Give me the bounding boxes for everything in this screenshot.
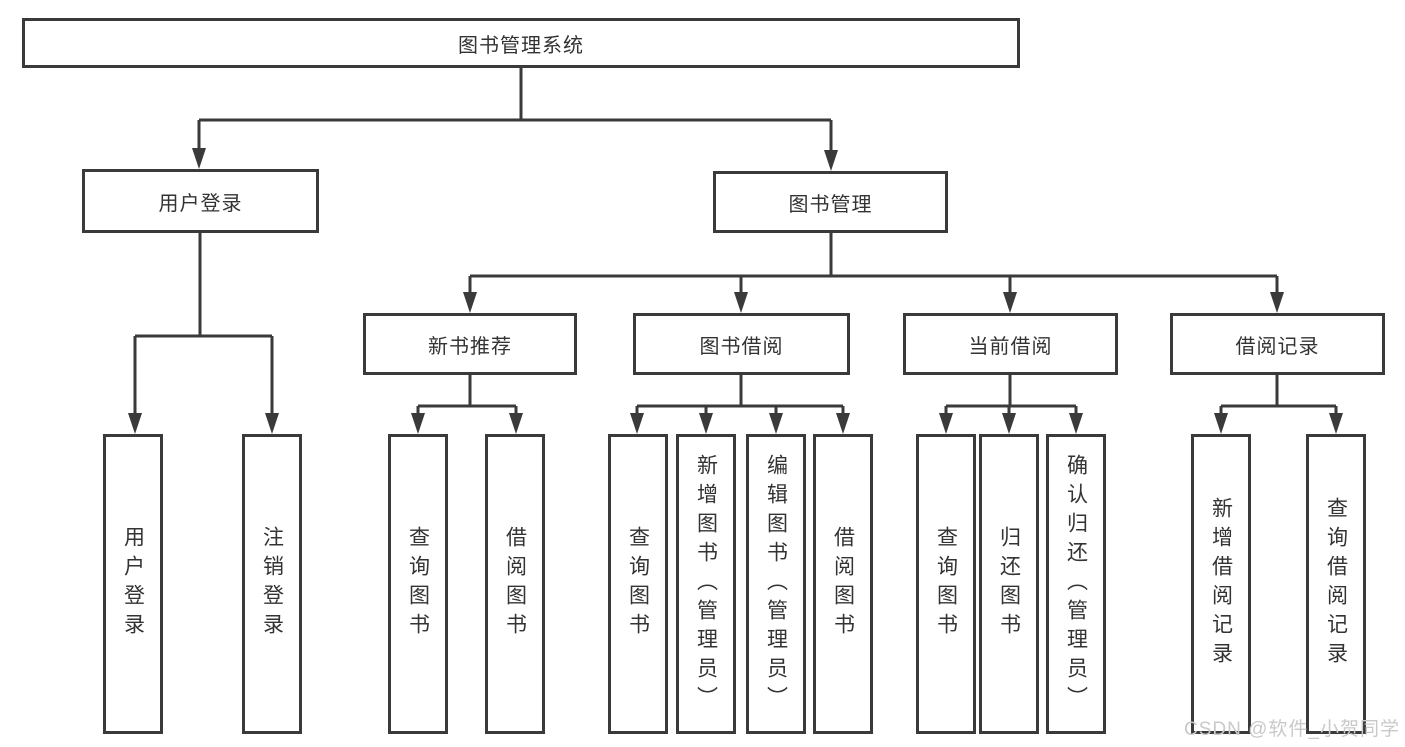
- leaf-label: 新增图书（管理员）: [694, 453, 718, 715]
- leaf-label: 新增借阅记录: [1209, 497, 1233, 671]
- leaf-add-book-admin: 新增图书（管理员）: [676, 434, 736, 734]
- watermark: CSDN @软件_小贺同学: [1184, 719, 1400, 740]
- node-new-book-recommendation: 新书推荐: [363, 313, 577, 375]
- node-library-management-system: 图书管理系统: [22, 18, 1020, 68]
- leaf-label: 查询图书: [626, 526, 650, 642]
- node-current-borrowing: 当前借阅: [903, 313, 1118, 375]
- leaf-borrow-books-recommend: 借阅图书: [485, 434, 545, 734]
- node-book-borrowing: 图书借阅: [633, 313, 850, 375]
- leaf-label: 查询图书: [934, 526, 958, 642]
- node-user-login: 用户登录: [82, 169, 319, 233]
- leaf-borrow-books: 借阅图书: [813, 434, 873, 734]
- node-book-management: 图书管理: [713, 171, 948, 233]
- leaf-label: 借阅图书: [503, 526, 527, 642]
- leaf-query-borrow-record: 查询借阅记录: [1306, 434, 1366, 734]
- leaf-query-books-current: 查询图书: [916, 434, 976, 734]
- node-label: 图书管理: [788, 193, 873, 216]
- leaf-edit-book-admin: 编辑图书（管理员）: [746, 434, 806, 734]
- leaf-confirm-return-admin: 确认归还（管理员）: [1046, 434, 1106, 734]
- leaf-return-book: 归还图书: [979, 434, 1039, 734]
- node-label: 当前借阅: [968, 335, 1053, 358]
- leaf-query-books-borrow: 查询图书: [608, 434, 668, 734]
- node-label: 借阅记录: [1235, 335, 1320, 358]
- leaf-logout: 注销登录: [242, 434, 302, 734]
- leaf-label: 注销登录: [260, 526, 284, 642]
- node-label: 新书推荐: [428, 335, 512, 358]
- leaf-label: 确认归还（管理员）: [1064, 453, 1088, 715]
- arrowhead-icons: [128, 148, 1343, 434]
- leaf-query-books-recommend: 查询图书: [388, 434, 448, 734]
- leaf-label: 借阅图书: [831, 526, 855, 642]
- leaf-label: 编辑图书（管理员）: [764, 453, 788, 715]
- leaf-label: 查询借阅记录: [1324, 497, 1348, 671]
- leaf-label: 归还图书: [997, 526, 1021, 642]
- node-label: 用户登录: [158, 192, 243, 215]
- node-label: 图书管理系统: [458, 34, 584, 57]
- node-label: 图书借阅: [699, 335, 784, 358]
- leaf-add-borrow-record: 新增借阅记录: [1191, 434, 1251, 734]
- node-borrowing-records: 借阅记录: [1170, 313, 1385, 375]
- leaf-label: 用户登录: [121, 526, 145, 642]
- leaf-label: 查询图书: [406, 526, 430, 642]
- leaf-user-login: 用户登录: [103, 434, 163, 734]
